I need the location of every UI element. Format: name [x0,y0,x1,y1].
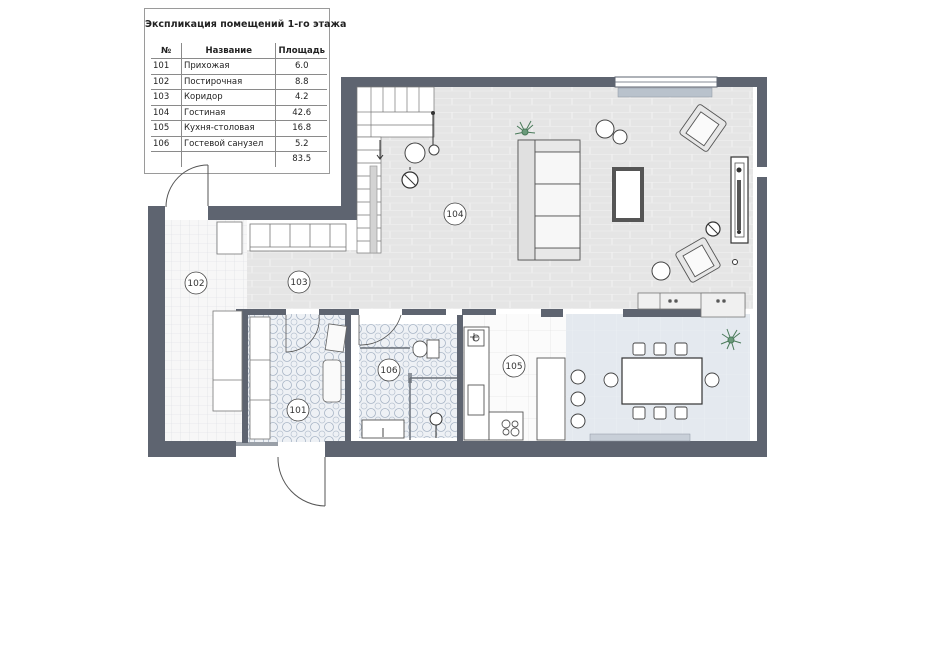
interior-walls [236,309,701,443]
wardrobe-corridor-icon [249,223,347,252]
room-label-104: 104 [443,202,467,226]
schedule-total-row: 83.5 [151,151,327,167]
row-area: 16.8 [275,120,327,136]
row-name: Гостевой санузел [180,135,276,152]
room-number: 104 [446,210,463,220]
row-number: 102 [151,73,182,90]
schedule-grid: № Название Площадь 101 Прихожая 6.0 102 … [151,43,327,167]
kitchen-counter-icon [463,326,524,441]
entrance-door-top [165,164,209,208]
schedule-row: 102 Постирочная 8.8 [151,73,327,90]
room-number: 102 [187,279,204,289]
side-table-icon [595,119,628,145]
schedule-row: 105 Кухня-столовая 16.8 [151,120,327,136]
row-name: Гостиная [180,104,276,121]
row-number: 101 [151,58,182,74]
row-area: 6.0 [275,58,327,74]
room-number: 103 [290,278,307,288]
row-area: 4.2 [275,89,327,105]
row-name: Коридор [180,89,276,105]
laundry-cabinet-icon [212,221,243,412]
row-name: Постирочная [180,73,276,90]
row-area: 5.2 [275,135,327,152]
exterior-walls [148,77,767,457]
tv-unit-icon [730,156,749,244]
room-schedule-table: Экспликация помещений 1-го этажа № Назва… [144,8,347,174]
room-number: 105 [505,362,522,372]
staircase [356,86,435,254]
room-number: 106 [380,366,397,376]
row-name: Прихожая [180,58,276,74]
bathroom-door-arc [358,314,402,346]
room-label-102: 102 [184,271,208,295]
armchair-bottom-icon [675,237,721,283]
windows [589,76,767,442]
armchair-top-icon [679,104,727,152]
plant-icon [514,120,536,136]
row-number: 105 [151,120,182,136]
schedule-title: Экспликация помещений 1-го этажа [145,19,347,30]
row-area: 42.6 [275,104,327,121]
header-name: Название [180,43,276,59]
room-label-106: 106 [377,358,401,382]
coffee-table-icon [612,167,644,222]
hall-wardrobe-icon [249,316,271,440]
kitchen-light-icon [470,333,478,341]
row-number: 104 [151,104,182,121]
shower-icon [429,412,443,438]
dining-plant-icon [720,328,742,351]
row-number: 106 [151,135,182,152]
schedule-header-row: № Название Площадь [151,43,327,59]
room-label-101: 101 [286,398,310,422]
toilet-icon [412,339,440,359]
room-number: 101 [289,406,306,416]
room-label-103: 103 [287,270,311,294]
schedule-row: 101 Прихожая 6.0 [151,58,327,74]
schedule-row: 103 Коридор 4.2 [151,89,327,105]
total-area: 83.5 [275,151,327,167]
entrance-door-bottom [277,456,326,507]
row-number: 103 [151,89,182,105]
kitchen-island-icon [536,357,566,441]
room-label-105: 105 [502,354,526,378]
floor-lamp-icon [404,111,440,164]
row-name: Кухня-столовая [180,120,276,136]
sofa-icon [517,139,581,261]
schedule-row: 106 Гостевой санузел 5.2 [151,135,327,152]
side-table-round-icon [651,261,671,281]
lamp-icon [705,221,738,265]
sideboard-icon [637,292,746,318]
sink-icon [361,419,405,439]
header-number: № [160,45,172,56]
header-area: Площадь [275,43,327,59]
partition-lines [360,347,457,440]
schedule-row: 104 Гостиная 42.6 [151,104,327,121]
dining-table-icon [603,342,720,420]
hall-door-arc [285,314,320,353]
row-area: 8.8 [275,73,327,90]
bar-stools-icon [570,369,586,429]
armchair-small-icon [401,167,419,189]
bench-icon [322,323,348,403]
